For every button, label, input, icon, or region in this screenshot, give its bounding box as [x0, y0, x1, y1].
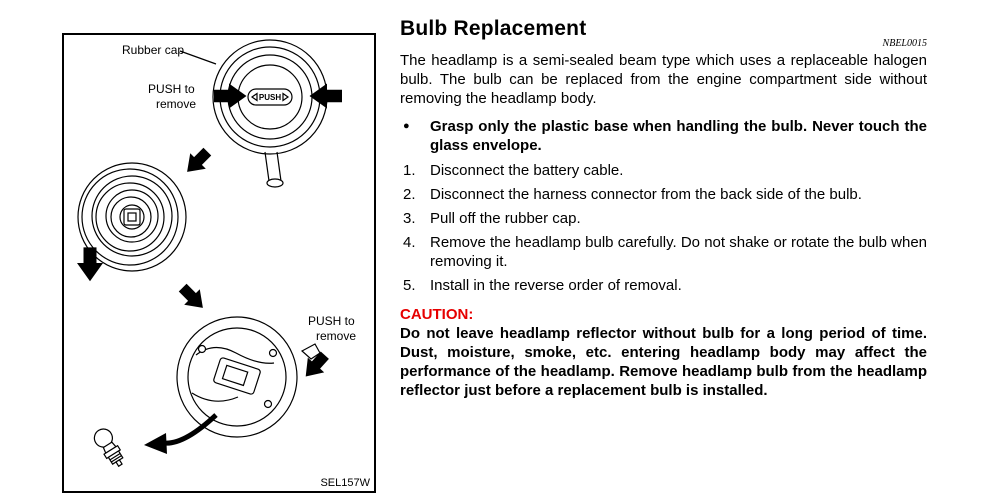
- push-to-remove-bottom-label-line1: PUSH to: [308, 314, 355, 328]
- caution-heading: CAUTION:: [400, 306, 474, 323]
- page-title: Bulb Replacement: [400, 17, 587, 40]
- step-number: 4.: [403, 234, 416, 251]
- halogen-bulb-drawing: [93, 428, 124, 468]
- bullet-text: Grasp only the plastic base when handlin…: [430, 118, 927, 154]
- push-to-remove-bottom-label-line2: remove: [316, 329, 356, 343]
- step-number: 2.: [403, 186, 416, 203]
- step-item: 1. Disconnect the battery cable.: [400, 161, 927, 180]
- step-text: Disconnect the battery cable.: [430, 162, 624, 179]
- step-text: Install in the reverse order of removal.: [430, 277, 682, 294]
- spring-coil-drawing: [77, 162, 187, 272]
- step-arrow-1-icon: [179, 143, 216, 180]
- push-left-glyph-icon: [250, 92, 258, 102]
- bulb-replacement-diagram: PUSH Rubber cap PUSH to remove: [77, 39, 371, 489]
- step-text: Remove the headlamp bulb carefully. Do n…: [430, 234, 927, 270]
- step-text: Pull off the rubber cap.: [430, 210, 581, 227]
- push-to-remove-top-label-line1: PUSH to: [148, 82, 195, 96]
- rubber-cap-drawing: PUSH: [212, 39, 328, 188]
- figure-box: PUSH Rubber cap PUSH to remove: [62, 33, 376, 493]
- bullet-marker: ●: [403, 120, 410, 132]
- step-item: 2. Disconnect the harness connector from…: [400, 185, 927, 204]
- push-right-glyph-icon: [282, 92, 290, 102]
- step-text: Disconnect the harness connector from th…: [430, 186, 862, 203]
- rubber-cap-label: Rubber cap: [122, 43, 184, 57]
- figure-code: SEL157W: [320, 477, 370, 489]
- step-item: 4. Remove the headlamp bulb carefully. D…: [400, 233, 927, 271]
- caution-paragraph: Do not leave headlamp reflector without …: [400, 325, 927, 399]
- content-column: Bulb Replacement NBEL0015 The headlamp i…: [400, 16, 927, 400]
- bulb-removal-arrow-shaft: [163, 413, 218, 446]
- bullet-item: ● Grasp only the plastic base when handl…: [400, 117, 927, 155]
- step-item: 5. Install in the reverse order of remov…: [400, 276, 927, 295]
- rubber-cap-leader-line: [179, 50, 217, 65]
- headlamp-back-drawing: [176, 316, 321, 438]
- step-number: 1.: [403, 162, 416, 179]
- intro-paragraph: The headlamp is a semi-sealed beam type …: [400, 52, 927, 107]
- push-to-remove-top-label-line2: remove: [156, 97, 196, 111]
- step-arrow-2-icon: [174, 279, 211, 316]
- step-item: 3. Pull off the rubber cap.: [400, 209, 927, 228]
- steps-list: 1. Disconnect the battery cable. 2. Disc…: [400, 161, 927, 295]
- ref-code: NBEL0015: [882, 38, 927, 49]
- bulb-removal-arrowhead-icon: [144, 433, 167, 454]
- push-button-label: PUSH: [259, 93, 281, 102]
- step-number: 3.: [403, 210, 416, 227]
- step-number: 5.: [403, 277, 416, 294]
